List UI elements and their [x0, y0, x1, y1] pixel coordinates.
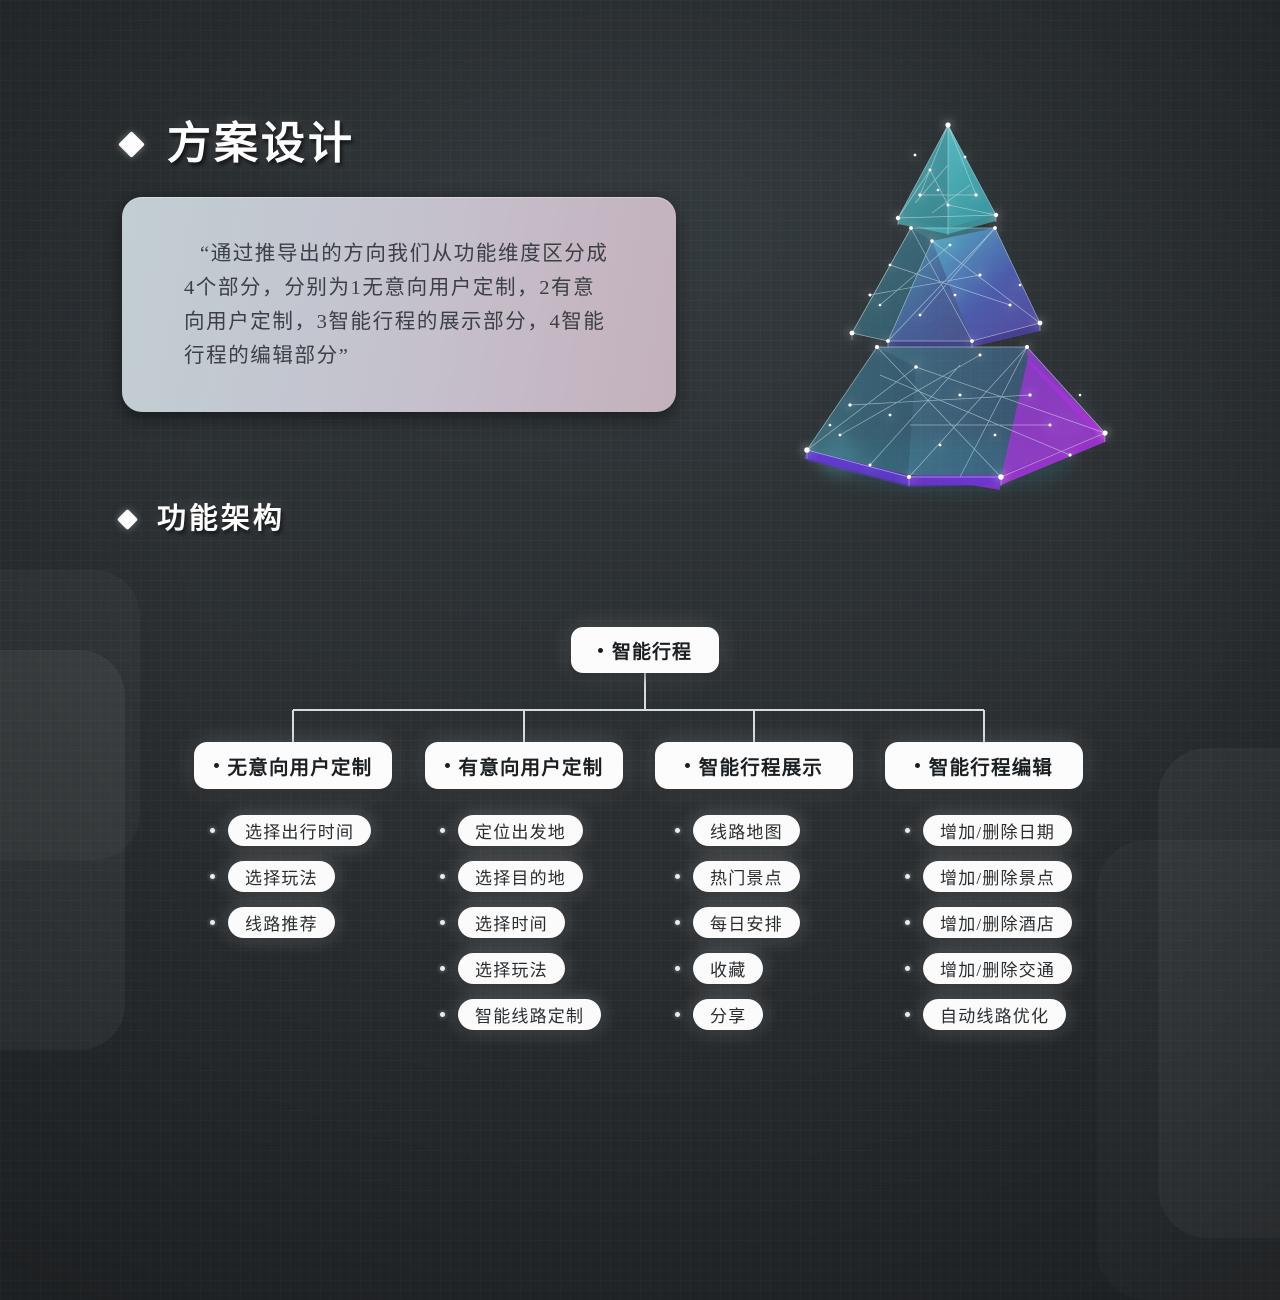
- leaf-bullet-icon: [675, 874, 680, 879]
- node-bullet-icon: [684, 763, 690, 768]
- leaf-label[interactable]: 选择玩法: [458, 953, 565, 984]
- decorative-rounded-rect-right-front: [1158, 748, 1280, 1238]
- leaf-bullet-icon: [675, 966, 680, 971]
- leaf-bullet-icon: [675, 828, 680, 833]
- section-heading-design: 方案设计: [118, 119, 355, 168]
- low-poly-pyramid-graphic: [780, 95, 1125, 505]
- leaf-label[interactable]: 增加/删除景点: [923, 861, 1073, 892]
- node-bullet-icon: [914, 763, 920, 768]
- list-item[interactable]: 定位出发地: [440, 815, 601, 846]
- list-item[interactable]: 线路地图: [675, 815, 800, 846]
- leaf-bullet-icon: [905, 1012, 910, 1017]
- list-item[interactable]: 增加/删除景点: [905, 861, 1073, 892]
- tree-branch-label: 智能行程展示: [698, 758, 824, 779]
- tree-branch-node-4[interactable]: 智能行程编辑: [885, 742, 1083, 789]
- leaf-bullet-icon: [905, 828, 910, 833]
- leaf-label[interactable]: 选择玩法: [228, 861, 335, 892]
- leaf-bullet-icon: [440, 920, 445, 925]
- pyramid-vertex-dots: [804, 122, 1108, 480]
- leaf-label[interactable]: 增加/删除交通: [923, 953, 1073, 984]
- section-title-architecture: 功能架构: [157, 503, 286, 535]
- quote-card: “通过推导出的方向我们从功能维度区分成4个部分，分别为1无意向用户定制，2有意向…: [122, 197, 676, 412]
- list-item[interactable]: 每日安排: [675, 907, 800, 938]
- tree-root-label: 智能行程: [611, 641, 692, 663]
- leaf-label[interactable]: 每日安排: [693, 907, 800, 938]
- node-bullet-icon: [597, 647, 603, 653]
- leaf-bullet-icon: [440, 1012, 445, 1017]
- leaf-label[interactable]: 增加/删除日期: [923, 815, 1073, 846]
- list-item[interactable]: 选择时间: [440, 907, 601, 938]
- list-item[interactable]: 自动线路优化: [905, 999, 1072, 1030]
- leaf-bullet-icon: [210, 828, 215, 833]
- page-title: 方案设计: [167, 119, 355, 168]
- tree-branch-node-2[interactable]: 有意向用户定制: [425, 742, 623, 789]
- leaf-bullet-icon: [440, 874, 445, 879]
- leaf-label[interactable]: 选择目的地: [458, 861, 583, 892]
- pyramid-top-tier: [898, 125, 996, 234]
- list-item[interactable]: 线路推荐: [210, 907, 371, 938]
- leaf-bullet-icon: [905, 920, 910, 925]
- leaf-label[interactable]: 收藏: [693, 953, 764, 984]
- leaf-label[interactable]: 自动线路优化: [923, 999, 1067, 1030]
- tree-branch-label: 有意向用户定制: [458, 758, 604, 779]
- leaf-column-2: 定位出发地 选择目的地 选择时间 选择玩法 智能线路定制: [440, 815, 602, 1045]
- leaf-bullet-icon: [210, 920, 215, 925]
- list-item[interactable]: 增加/删除日期: [905, 815, 1073, 846]
- leaf-bullet-icon: [675, 920, 680, 925]
- pyramid-middle-tier: [852, 228, 1040, 347]
- leaf-bullet-icon: [905, 874, 910, 879]
- leaf-label[interactable]: 分享: [693, 999, 764, 1030]
- list-item[interactable]: 分享: [675, 999, 800, 1030]
- tree-branch-node-1[interactable]: 无意向用户定制: [194, 742, 392, 789]
- leaf-bullet-icon: [675, 1012, 680, 1017]
- tree-branch-node-3[interactable]: 智能行程展示: [655, 742, 853, 789]
- tree-branch-label: 智能行程编辑: [928, 758, 1054, 779]
- leaf-column-1: 选择出行时间 选择玩法 线路推荐: [210, 815, 372, 953]
- leaf-bullet-icon: [905, 966, 910, 971]
- leaf-bullet-icon: [440, 828, 445, 833]
- list-item[interactable]: 选择玩法: [210, 861, 371, 892]
- leaf-label[interactable]: 智能线路定制: [458, 999, 602, 1030]
- leaf-label[interactable]: 线路推荐: [228, 907, 335, 938]
- list-item[interactable]: 选择目的地: [440, 861, 601, 892]
- list-item[interactable]: 收藏: [675, 953, 800, 984]
- list-item[interactable]: 热门景点: [675, 861, 800, 892]
- leaf-column-4: 增加/删除日期 增加/删除景点 增加/删除酒店 增加/删除交通 自动线路优化: [905, 815, 1073, 1045]
- leaf-label[interactable]: 增加/删除酒店: [923, 907, 1073, 938]
- leaf-column-3: 线路地图 热门景点 每日安排 收藏 分享: [675, 815, 800, 1045]
- tree-root-node[interactable]: 智能行程: [571, 627, 719, 673]
- leaf-label[interactable]: 定位出发地: [458, 815, 583, 846]
- decorative-rounded-rect-left-front: [0, 650, 125, 1050]
- pyramid-svg: [804, 122, 1108, 491]
- leaf-label[interactable]: 选择时间: [458, 907, 565, 938]
- leaf-label[interactable]: 热门景点: [693, 861, 800, 892]
- list-item[interactable]: 选择出行时间: [210, 815, 372, 846]
- list-item[interactable]: 选择玩法: [440, 953, 601, 984]
- tree-branch-label: 无意向用户定制: [227, 758, 373, 779]
- leaf-label[interactable]: 线路地图: [693, 815, 800, 846]
- leaf-bullet-icon: [440, 966, 445, 971]
- list-item[interactable]: 增加/删除酒店: [905, 907, 1073, 938]
- list-item[interactable]: 增加/删除交通: [905, 953, 1073, 984]
- quote-text: “通过推导出的方向我们从功能维度区分成4个部分，分别为1无意向用户定制，2有意向…: [184, 242, 609, 367]
- node-bullet-icon: [444, 763, 450, 768]
- node-bullet-icon: [213, 763, 219, 768]
- leaf-bullet-icon: [210, 874, 215, 879]
- leaf-label[interactable]: 选择出行时间: [228, 815, 372, 846]
- section-heading-architecture: 功能架构: [116, 503, 286, 535]
- list-item[interactable]: 智能线路定制: [440, 999, 602, 1030]
